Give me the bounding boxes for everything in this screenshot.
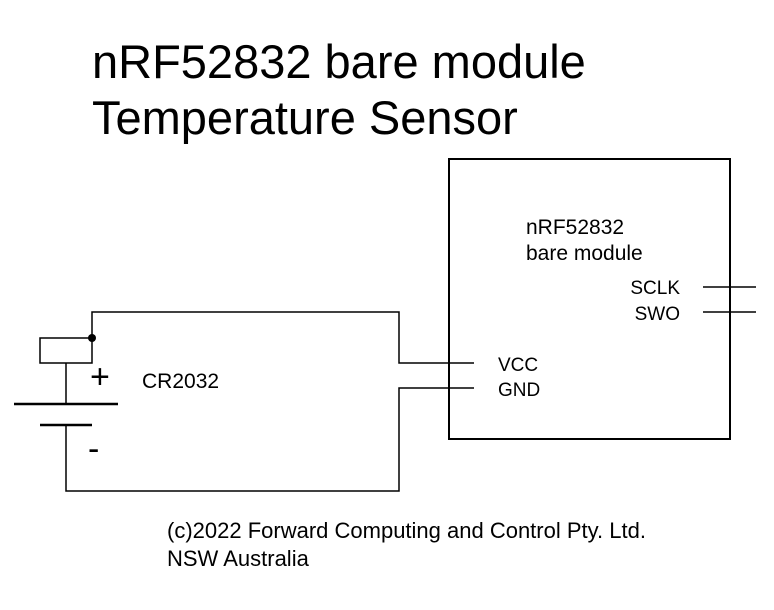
battery-holder	[39, 337, 93, 364]
battery-label: CR2032	[142, 370, 219, 393]
gnd-wire	[65, 387, 474, 492]
module-name-line-1: nRF52832	[526, 216, 624, 239]
copyright-line: (c)2022 Forward Computing and Control Pt…	[167, 518, 646, 543]
vcc-wire	[91, 311, 474, 364]
pin-vcc-label: VCC	[498, 355, 538, 376]
title-line-1: nRF52832 bare module	[92, 35, 586, 88]
battery-minus-sign: -	[88, 430, 99, 468]
battery-plus-sign: +	[90, 358, 110, 396]
module-box	[448, 158, 731, 440]
title-line-2: Temperature Sensor	[92, 91, 518, 144]
pin-swo-label: SWO	[635, 304, 680, 325]
module-name-line-2: bare module	[526, 242, 643, 265]
junction-dot	[88, 334, 96, 342]
location-line: NSW Australia	[167, 546, 309, 571]
pin-gnd-label: GND	[498, 380, 540, 401]
pin-sclk-label: SCLK	[630, 278, 680, 299]
